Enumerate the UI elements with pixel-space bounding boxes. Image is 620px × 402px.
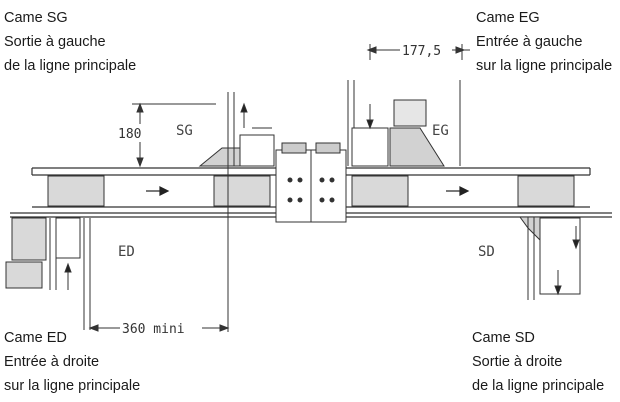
caption-line: Sortie à gauche	[4, 34, 106, 50]
dim-offset: 177,5	[402, 44, 441, 59]
caption-title: Came SG	[4, 10, 68, 26]
caption-title: Came SD	[472, 330, 535, 346]
caption-line: de la ligne principale	[472, 378, 605, 394]
sg-module	[198, 92, 275, 167]
caption-line: de la ligne principale	[4, 58, 137, 74]
carrier	[47, 175, 105, 207]
tag-sd: SD	[478, 244, 495, 260]
caption-line: Entrée à gauche	[476, 34, 583, 50]
carrier	[351, 175, 409, 207]
caption-came-ed: Came ED Entrée à droite sur la ligne pri…	[4, 326, 140, 398]
caption-line: Sortie à droite	[472, 354, 563, 370]
sd-module	[519, 216, 581, 300]
dim-min-spacing: 360 mini	[122, 322, 185, 337]
tag-ed: ED	[118, 244, 135, 260]
caption-line: sur la ligne principale	[4, 378, 141, 394]
caption-title: Came ED	[4, 330, 67, 346]
caption-came-sg: Came SG Sortie à gauche de la ligne prin…	[4, 6, 136, 78]
ed-module	[5, 217, 91, 330]
tag-eg: EG	[432, 123, 449, 139]
dim-height: 180	[118, 127, 141, 142]
carrier	[517, 175, 575, 207]
caption-line: Entrée à droite	[4, 354, 100, 370]
eg-module	[347, 80, 461, 167]
carrier	[213, 175, 271, 207]
flow-arrows	[146, 186, 470, 196]
carriers	[47, 175, 575, 207]
tag-sg: SG	[176, 123, 193, 139]
central-transfer	[275, 142, 347, 223]
caption-line: sur la ligne principale	[476, 58, 613, 74]
caption-came-sd: Came SD Sortie à droite de la ligne prin…	[472, 326, 604, 398]
caption-title: Came EG	[476, 10, 540, 26]
caption-came-eg: Came EG Entrée à gauche sur la ligne pri…	[476, 6, 612, 78]
